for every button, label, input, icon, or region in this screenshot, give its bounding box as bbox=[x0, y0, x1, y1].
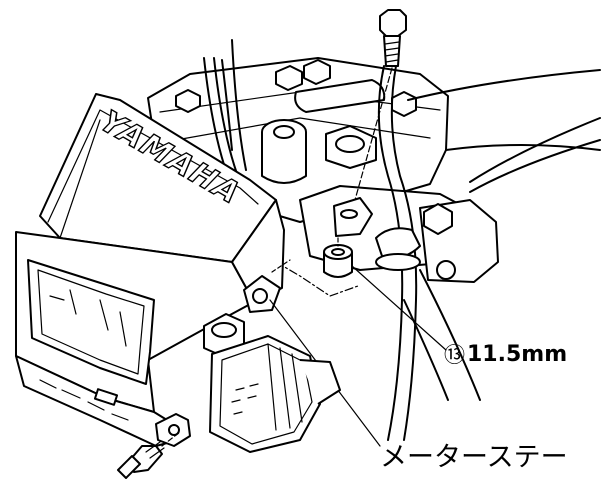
headlight-housing bbox=[15, 93, 381, 447]
meter-stay-bracket bbox=[333, 197, 373, 237]
meter-stay-label: メーターステー bbox=[380, 442, 568, 473]
mounting-bolt-bottom bbox=[117, 413, 191, 479]
cables bbox=[203, 39, 601, 441]
turn-signal-assembly bbox=[203, 313, 341, 453]
collar-13 bbox=[275, 237, 447, 351]
mounting-bolt-top bbox=[345, 9, 407, 233]
callout-number: ⑬ bbox=[444, 342, 465, 367]
collar-length-value: 11.5mm bbox=[467, 342, 568, 367]
callout-13-collar-spec: ⑬ 11.5mm bbox=[444, 344, 567, 366]
